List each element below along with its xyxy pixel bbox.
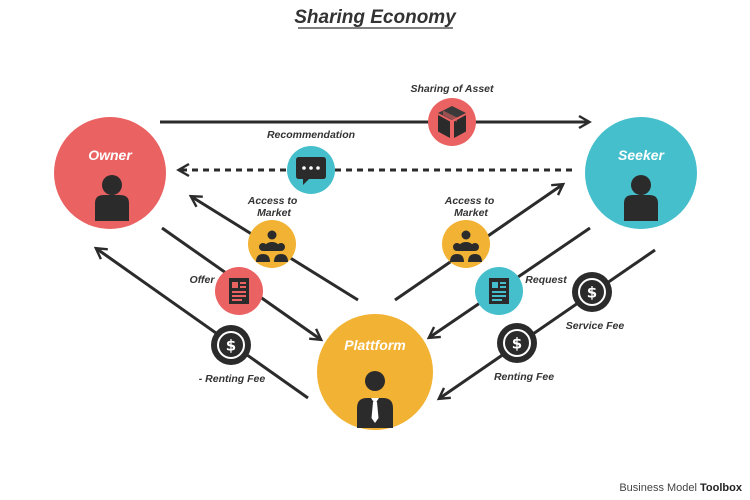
request-label: Request	[525, 274, 567, 286]
dollar-icon: $	[226, 337, 236, 355]
dollar-badge-circle	[211, 325, 251, 365]
renting-fee-platform-label: Renting Fee	[494, 371, 554, 383]
group-people-icon	[450, 230, 482, 262]
businessperson-icon	[357, 371, 393, 428]
renting-fee-platform-arrow	[436, 248, 656, 401]
access-market-seeker-label: Access to Market	[444, 195, 498, 219]
brand-logo: Business Model Toolbox	[619, 482, 742, 494]
group-people-icon	[256, 230, 288, 262]
service-fee-label: Service Fee	[566, 320, 625, 332]
recommendation-label: Recommendation	[267, 129, 355, 141]
renting-fee-owner-label: - Renting Fee	[199, 373, 266, 385]
dollar-icon-ring	[578, 278, 606, 306]
access-market-owner-label: Access to Market	[247, 195, 301, 219]
service-fee-badge: $	[572, 272, 612, 312]
dollar-icon-ring	[217, 331, 245, 359]
package-icon	[438, 106, 466, 138]
access-market-seeker-line1: Access to	[444, 195, 495, 207]
diagram-title: Sharing Economy	[294, 7, 457, 28]
dollar-icon-ring	[503, 329, 531, 357]
offer-badge	[215, 267, 263, 315]
renting-fee-platform-badge: $	[497, 323, 537, 363]
platform-label: Plattform	[344, 337, 405, 353]
request-badge	[475, 267, 523, 315]
renting-fee-owner-arrow	[93, 246, 309, 400]
access-market-seeker-line2: Market	[454, 207, 488, 219]
owner-circle	[54, 117, 166, 229]
dollar-icon: $	[512, 335, 522, 353]
brand-text-bold: Toolbox	[700, 482, 742, 494]
sharing-of-asset-badge	[428, 98, 476, 146]
document-icon	[229, 278, 249, 304]
access-market-owner-line1: Access to	[247, 195, 298, 207]
owner-node: Owner	[54, 117, 166, 229]
chat-rating-icon	[296, 157, 326, 185]
offer-label: Offer	[190, 274, 216, 286]
brand-text-light: Business Model	[619, 482, 701, 494]
dollar-badge-circle	[572, 272, 612, 312]
box-badge-circle	[428, 98, 476, 146]
dollar-badge-circle	[497, 323, 537, 363]
seeker-label: Seeker	[618, 147, 665, 163]
sharing-of-asset-label: Sharing of Asset	[410, 83, 494, 95]
dollar-icon: $	[587, 284, 597, 302]
document-icon	[489, 278, 509, 304]
access-market-owner-line2: Market	[257, 207, 291, 219]
seeker-circle	[585, 117, 697, 229]
platform-node: Plattform	[317, 314, 433, 430]
seeker-node: Seeker	[585, 117, 697, 229]
renting-fee-owner-badge: $	[211, 325, 251, 365]
access-market-owner-badge	[248, 220, 296, 268]
access-market-seeker-badge	[442, 220, 490, 268]
owner-label: Owner	[88, 147, 133, 163]
recommendation-badge	[287, 146, 335, 194]
